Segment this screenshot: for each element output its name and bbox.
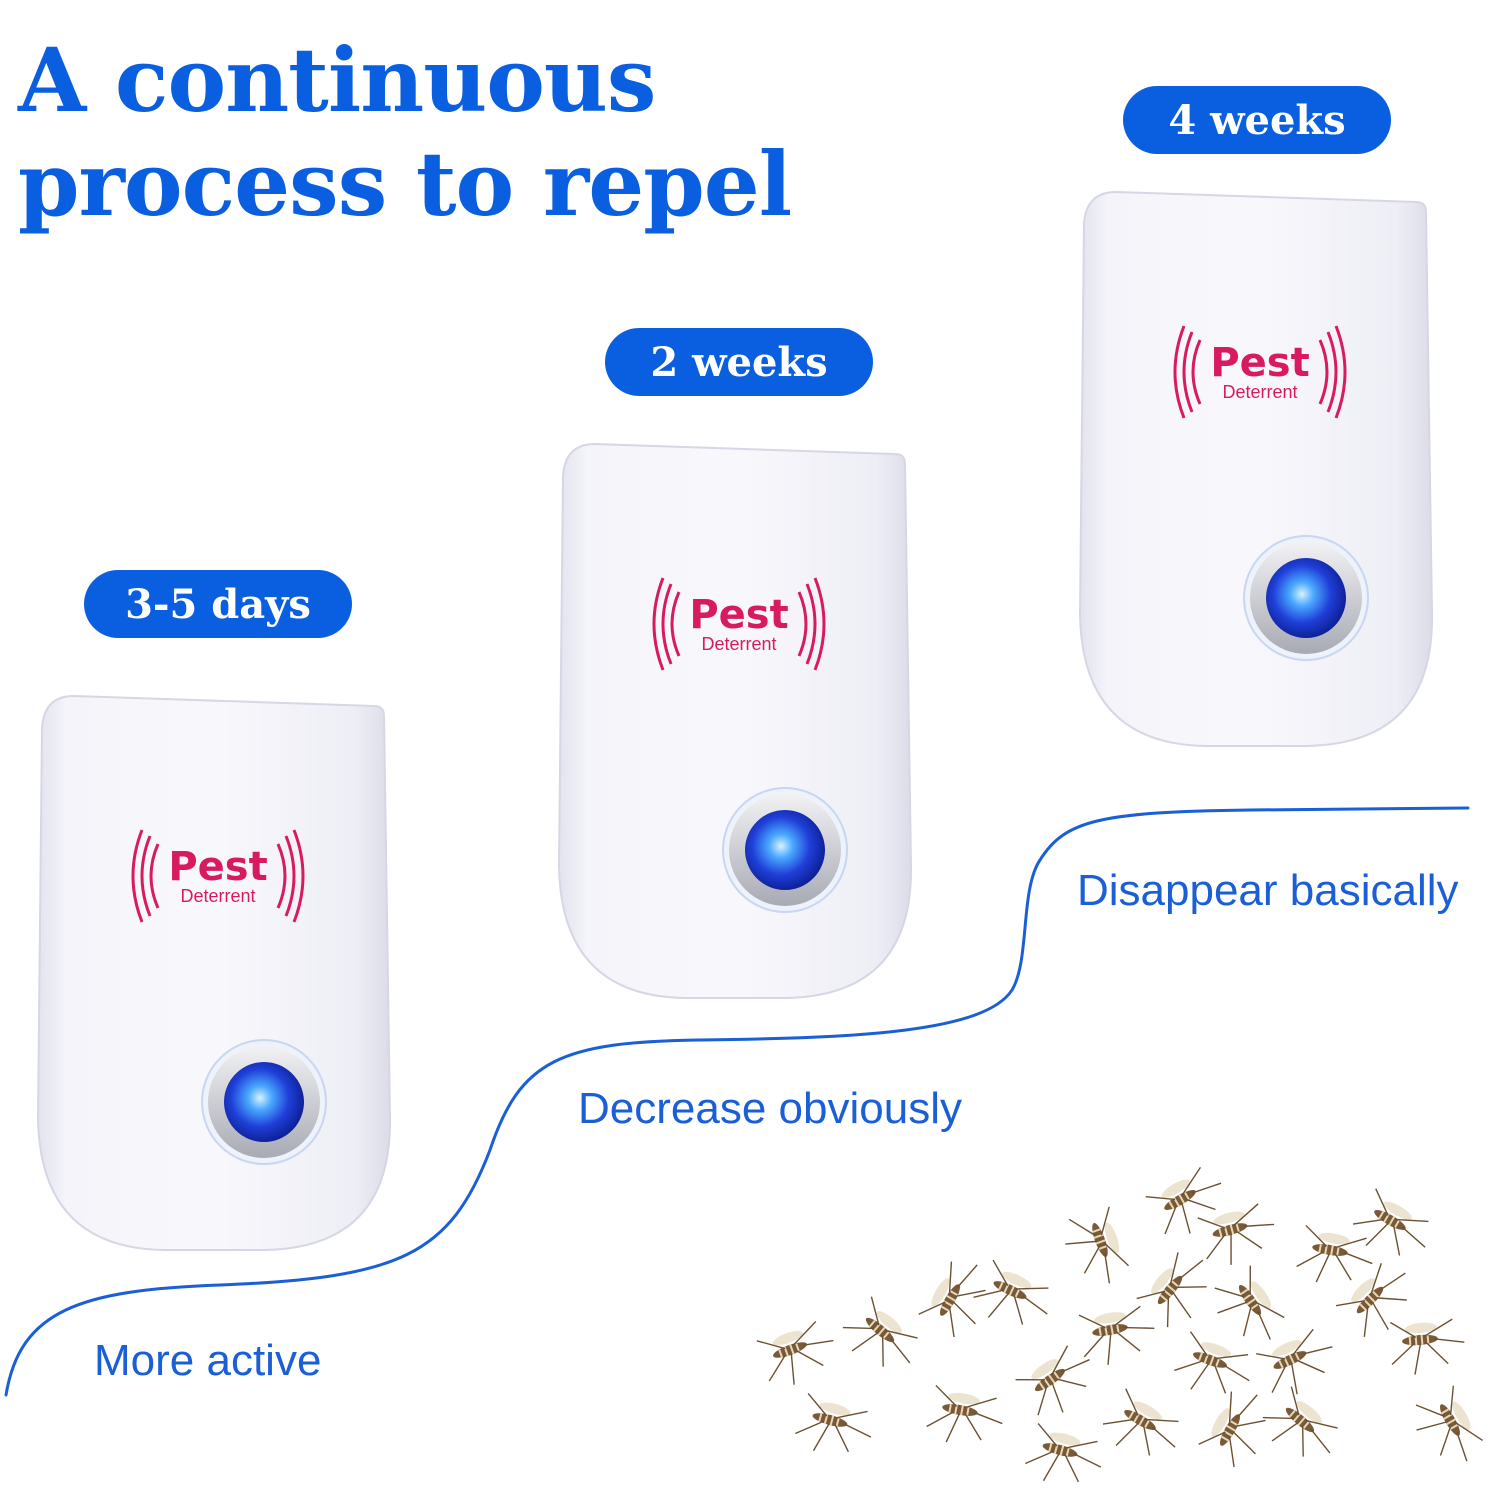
- mosquito-icon: [1078, 1305, 1155, 1365]
- mosquito-icon: [918, 1261, 986, 1338]
- mosquito-icon: [1015, 1345, 1090, 1416]
- brand-sub: Deterrent: [1222, 382, 1297, 402]
- stage-pill-4-weeks: 4 weeks: [1123, 86, 1391, 154]
- brand-word: Pest: [1210, 340, 1309, 386]
- mosquito-icon: [1065, 1206, 1130, 1284]
- mosquito-icon: [1214, 1265, 1285, 1340]
- stage-pill-3-5-days: 3-5 days: [84, 570, 352, 638]
- mosquito-icon: [1390, 1318, 1465, 1375]
- mosquito-icon: [1296, 1224, 1373, 1283]
- repeller-device-3: Pest Deterrent: [1078, 190, 1434, 747]
- stage-pill-2-weeks: 2 weeks: [605, 328, 873, 396]
- brand-sub: Deterrent: [701, 634, 776, 654]
- brand-word: Pest: [168, 844, 267, 890]
- mosquito-icon: [1415, 1385, 1483, 1462]
- stage-label-decrease-obviously: Decrease obviously: [578, 1084, 962, 1133]
- mosquito-icon: [795, 1392, 872, 1453]
- mosquito-icon: [756, 1320, 834, 1385]
- headline: A continuous process to repel: [18, 28, 792, 236]
- stage-pill-label: 3-5 days: [125, 580, 311, 628]
- mosquito-icon: [1136, 1252, 1207, 1328]
- mosquito-icon: [842, 1296, 918, 1367]
- mosquito-icon: [1025, 1422, 1102, 1483]
- repeller-device-1: Pest Deterrent: [36, 694, 392, 1251]
- sound-wave-icon: Pest Deterrent: [652, 577, 826, 671]
- sound-wave-icon: Pest Deterrent: [1173, 325, 1347, 419]
- mosquito-icon: [1198, 1391, 1266, 1468]
- mosquito-icon: [1197, 1203, 1275, 1265]
- stage-pill-label: 4 weeks: [1168, 96, 1346, 144]
- mosquito-icon: [1262, 1386, 1338, 1457]
- repeller-device-2: Pest Deterrent: [557, 442, 913, 999]
- brand-sub: Deterrent: [180, 886, 255, 906]
- led-indicator-icon: [201, 1039, 327, 1165]
- led-indicator-icon: [1243, 535, 1369, 661]
- mosquito-icon: [756, 1167, 1483, 1483]
- sound-wave-icon: Pest Deterrent: [131, 829, 305, 923]
- mosquito-icon: [1102, 1388, 1179, 1456]
- headline-line-1: A continuous: [18, 28, 656, 132]
- stage-pill-label: 2 weeks: [650, 338, 828, 386]
- mosquito-icon: [1352, 1188, 1429, 1256]
- mosquito-icon: [973, 1259, 1049, 1325]
- headline-line-2: process to repel: [18, 132, 792, 236]
- mosquito-icon: [926, 1384, 1003, 1443]
- mosquito-icon: [1174, 1331, 1250, 1394]
- stage-label-more-active: More active: [94, 1336, 322, 1385]
- stage-label-disappear-basically: Disappear basically: [1077, 866, 1459, 915]
- led-indicator-icon: [722, 787, 848, 913]
- brand-word: Pest: [689, 592, 788, 638]
- mosquito-icon: [1145, 1167, 1222, 1235]
- mosquito-icon: [1256, 1328, 1333, 1395]
- mosquito-icon: [1335, 1263, 1407, 1337]
